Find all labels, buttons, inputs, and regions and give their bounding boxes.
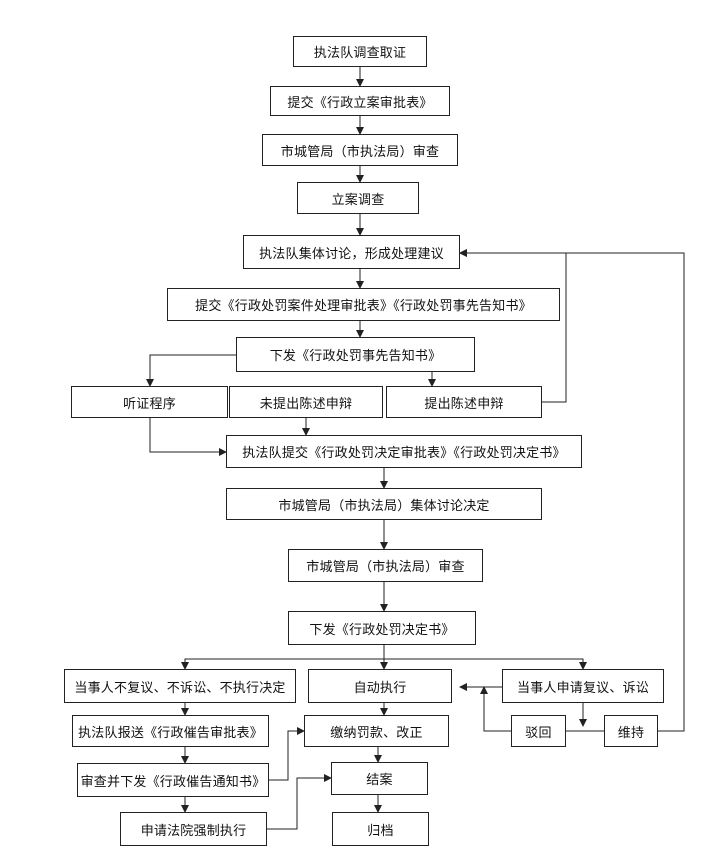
- node-submit-reminder-approval: 执法队报送《行政催告审批表》: [72, 715, 269, 747]
- arrow-n07-n08: [146, 354, 236, 387]
- node-bureau-review-1: 市城管局（市执法局）审查: [262, 134, 458, 166]
- node-label: 归档: [367, 823, 394, 839]
- node-label: 驳回: [525, 725, 552, 741]
- arrow-n10-n05: [459, 249, 567, 403]
- node-label: 市城管局（市执法局）集体讨论决定: [278, 498, 490, 514]
- node-court-enforcement: 申请法院强制执行: [120, 812, 267, 846]
- node-label: 缴纳罚款、改正: [330, 725, 423, 741]
- arrow-n14-n17: [384, 658, 587, 670]
- node-label: 听证程序: [123, 396, 176, 412]
- node-label: 执法队提交《行政处罚决定审批表》《行政处罚决定书》: [242, 446, 566, 461]
- node-label: 维持: [617, 725, 645, 741]
- node-hearing-procedure: 听证程序: [71, 386, 228, 418]
- node-label: 下发《行政处罚事先告知书》: [269, 349, 442, 364]
- node-label: 提交《行政处罚案件处理审批表》《行政处罚事先告知书》: [195, 299, 532, 314]
- node-submit-decision-approval: 执法队提交《行政处罚决定审批表》《行政处罚决定书》: [226, 435, 582, 468]
- node-party-appeal: 当事人申请复议、诉讼: [502, 669, 664, 703]
- node-label: 自动执行: [353, 680, 407, 696]
- node-label: 下发《行政处罚决定书》: [309, 622, 455, 638]
- node-label: 市城管局（市执法局）审查: [280, 144, 440, 160]
- node-enforcement-investigation: 执法队调查取证: [293, 36, 427, 67]
- node-label: 立案调查: [331, 192, 385, 208]
- node-label: 审查并下发《行政催告通知书》: [80, 774, 266, 790]
- node-archive: 归档: [332, 812, 429, 846]
- node-no-statement: 未提出陈述申辩: [229, 386, 383, 418]
- arrow-n22-n19: [269, 727, 305, 781]
- node-statement-defense: 提出陈述申辩: [386, 386, 542, 418]
- node-party-no-appeal: 当事人不复议、不诉讼、不执行决定: [64, 669, 296, 703]
- node-label: 结案: [366, 773, 393, 788]
- node-label: 未提出陈述申辩: [259, 396, 353, 412]
- node-issue-prior-notice: 下发《行政处罚事先告知书》: [236, 337, 475, 372]
- arrow-n24-n23: [267, 774, 332, 830]
- node-label: 申请法院强制执行: [140, 823, 247, 839]
- node-label: 当事人不复议、不诉讼、不执行决定: [74, 680, 286, 696]
- node-issue-decision: 下发《行政处罚决定书》: [288, 611, 476, 645]
- node-bureau-review-2: 市城管局（市执法局）审查: [288, 549, 483, 582]
- node-label: 提出陈述申辩: [424, 396, 504, 412]
- node-rejected: 驳回: [511, 715, 566, 747]
- node-label: 市城管局（市执法局）审查: [306, 560, 465, 575]
- node-bureau-collective-decision: 市城管局（市执法局）集体讨论决定: [226, 488, 542, 520]
- node-label: 执法队调查取证: [313, 46, 407, 61]
- arrow-n21-n05: [459, 249, 685, 732]
- node-label: 执法队集体讨论，形成处理建议: [259, 246, 444, 262]
- node-review-issue-reminder: 审查并下发《行政催告通知书》: [77, 763, 269, 797]
- node-label: 提交《行政立案审批表》: [287, 95, 433, 111]
- node-submit-case-approval: 提交《行政立案审批表》: [270, 86, 450, 116]
- node-pay-fine-rectify: 缴纳罚款、改正: [304, 715, 449, 747]
- node-case-closed: 结案: [331, 762, 428, 795]
- arrow-n08-n11: [149, 418, 227, 456]
- node-voluntary-execution: 自动执行: [308, 669, 452, 703]
- node-upheld: 维持: [604, 715, 658, 747]
- arrow-n20-n16: [480, 686, 511, 732]
- arrow-n14-n15: [181, 645, 385, 670]
- node-case-investigation: 立案调查: [297, 182, 419, 214]
- node-submit-penalty-approval: 提交《行政处罚案件处理审批表》《行政处罚事先告知书》: [167, 288, 560, 321]
- node-team-discussion: 执法队集体讨论，形成处理建议: [243, 235, 460, 269]
- node-label: 执法队报送《行政催告审批表》: [78, 725, 263, 741]
- node-label: 当事人申请复议、诉讼: [516, 680, 649, 696]
